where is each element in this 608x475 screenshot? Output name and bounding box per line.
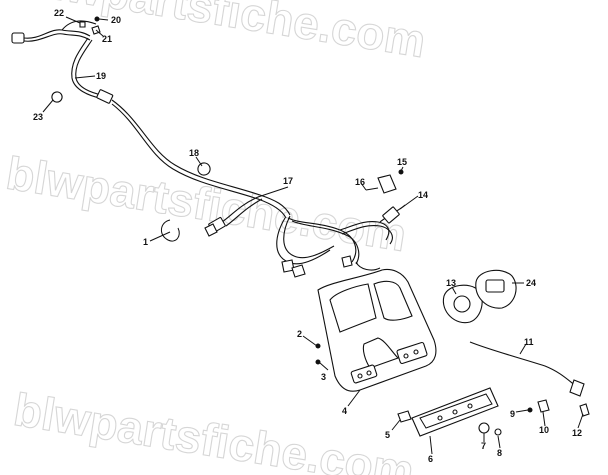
callout-3: 3 bbox=[321, 372, 326, 382]
callout-18: 18 bbox=[189, 148, 199, 158]
harness-plug-left bbox=[11, 32, 25, 44]
harness-terminal-c bbox=[341, 255, 353, 268]
callout-20: 20 bbox=[111, 15, 121, 25]
fitting-12 bbox=[579, 403, 590, 417]
grommet-23 bbox=[51, 91, 63, 103]
callout-1: 1 bbox=[143, 237, 148, 247]
switch-10 bbox=[537, 399, 550, 413]
wiring-harness bbox=[11, 20, 406, 278]
watermark-bottom: blwpartsfiche.com bbox=[10, 383, 417, 475]
watermark-group: blwpartsfiche.com blwpartsfiche.com blwp… bbox=[2, 0, 429, 475]
callout-16: 16 bbox=[355, 177, 365, 187]
callout-5: 5 bbox=[385, 430, 390, 440]
screw-16 bbox=[365, 187, 379, 191]
plug-18 bbox=[197, 162, 211, 176]
callout-11: 11 bbox=[524, 337, 534, 347]
relay-15 bbox=[377, 174, 397, 194]
callout-15: 15 bbox=[397, 157, 407, 167]
knob-7 bbox=[478, 422, 490, 434]
callout-12: 12 bbox=[572, 428, 582, 438]
callout-9: 9 bbox=[510, 409, 515, 419]
callout-19: 19 bbox=[96, 71, 106, 81]
callout-24: 24 bbox=[526, 278, 536, 288]
cable-fitting-11 bbox=[569, 379, 585, 397]
speedometer-cable-11 bbox=[469, 341, 577, 387]
callout-13: 13 bbox=[446, 278, 456, 288]
nut-3 bbox=[315, 359, 321, 365]
callout-10: 10 bbox=[539, 425, 549, 435]
indicator-bulb-5 bbox=[397, 410, 412, 423]
connector-14 bbox=[382, 206, 400, 224]
nut-8 bbox=[494, 428, 502, 436]
indicator-panel-6 bbox=[411, 387, 499, 437]
callout-4: 4 bbox=[342, 406, 347, 416]
callout-22: 22 bbox=[54, 8, 64, 18]
callouts: 1 2 3 4 5 6 7 8 9 10 11 12 13 14 15 16 1… bbox=[33, 8, 582, 464]
callout-23: 23 bbox=[33, 112, 43, 122]
harness-connector-19 bbox=[96, 89, 114, 104]
washer-9 bbox=[527, 407, 533, 413]
bulb-socket-17 bbox=[204, 223, 218, 237]
callout-17: 17 bbox=[283, 176, 293, 186]
harness-terminal-b bbox=[291, 264, 306, 278]
callout-6: 6 bbox=[428, 454, 433, 464]
screw-20 bbox=[94, 16, 100, 22]
screw-2 bbox=[315, 343, 321, 349]
callout-8: 8 bbox=[497, 448, 502, 458]
snap-ring-1 bbox=[161, 219, 180, 242]
callout-14: 14 bbox=[418, 190, 428, 200]
gauge-13 bbox=[442, 284, 483, 324]
callout-2: 2 bbox=[297, 329, 302, 339]
callout-7: 7 bbox=[481, 441, 486, 451]
gauge-24 bbox=[475, 269, 517, 309]
console-4 bbox=[317, 268, 437, 392]
callout-21: 21 bbox=[102, 34, 112, 44]
clip-22 bbox=[79, 21, 86, 28]
leader-lines bbox=[42, 16, 584, 455]
